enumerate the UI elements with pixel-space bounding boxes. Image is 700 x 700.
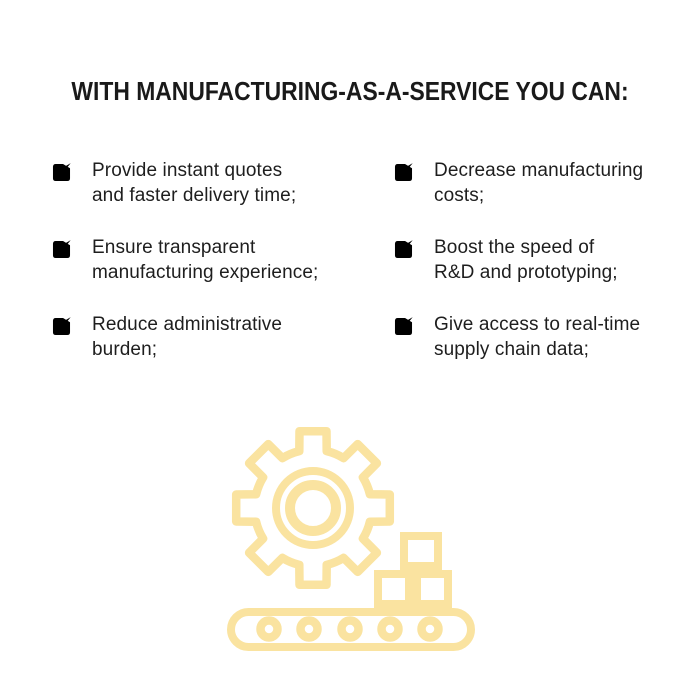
benefit-item: Reduce administrative burden; [50,312,385,362]
benefit-item: Give access to real-time supply chain da… [392,312,700,362]
checked-checkbox-icon [392,315,415,338]
benefit-text: Ensure transparent manufacturing experie… [92,237,319,283]
checked-checkbox-icon [50,238,73,261]
checked-checkbox-icon [392,161,415,184]
benefits-column-left: Provide instant quotes and faster delive… [50,158,385,389]
boxes-icon [374,532,452,608]
benefit-item: Provide instant quotes and faster delive… [50,158,385,208]
conveyor-belt-icon [227,608,475,651]
benefit-item: Decrease manufacturing costs; [392,158,700,208]
benefit-item: Ensure transparent manufacturing experie… [50,235,385,285]
benefit-item: Boost the speed of R&D and prototyping; [392,235,700,285]
checked-checkbox-icon [392,238,415,261]
gear-icon [231,426,395,590]
benefit-text: Boost the speed of R&D and prototyping; [434,237,618,283]
benefits-column-right: Decrease manufacturing costs; Boost the … [392,158,700,389]
benefit-text: Reduce administrative burden; [92,314,283,360]
page-title: WITH MANUFACTURING-AS-A-SERVICE YOU CAN: [71,76,629,106]
checked-checkbox-icon [50,315,73,338]
benefit-text: Give access to real-time supply chain da… [434,314,641,360]
gear-and-conveyor-belt-illustration [227,426,475,651]
benefit-text: Decrease manufacturing costs; [434,160,644,206]
checked-checkbox-icon [50,161,73,184]
benefit-text: Provide instant quotes and faster delive… [92,160,297,206]
